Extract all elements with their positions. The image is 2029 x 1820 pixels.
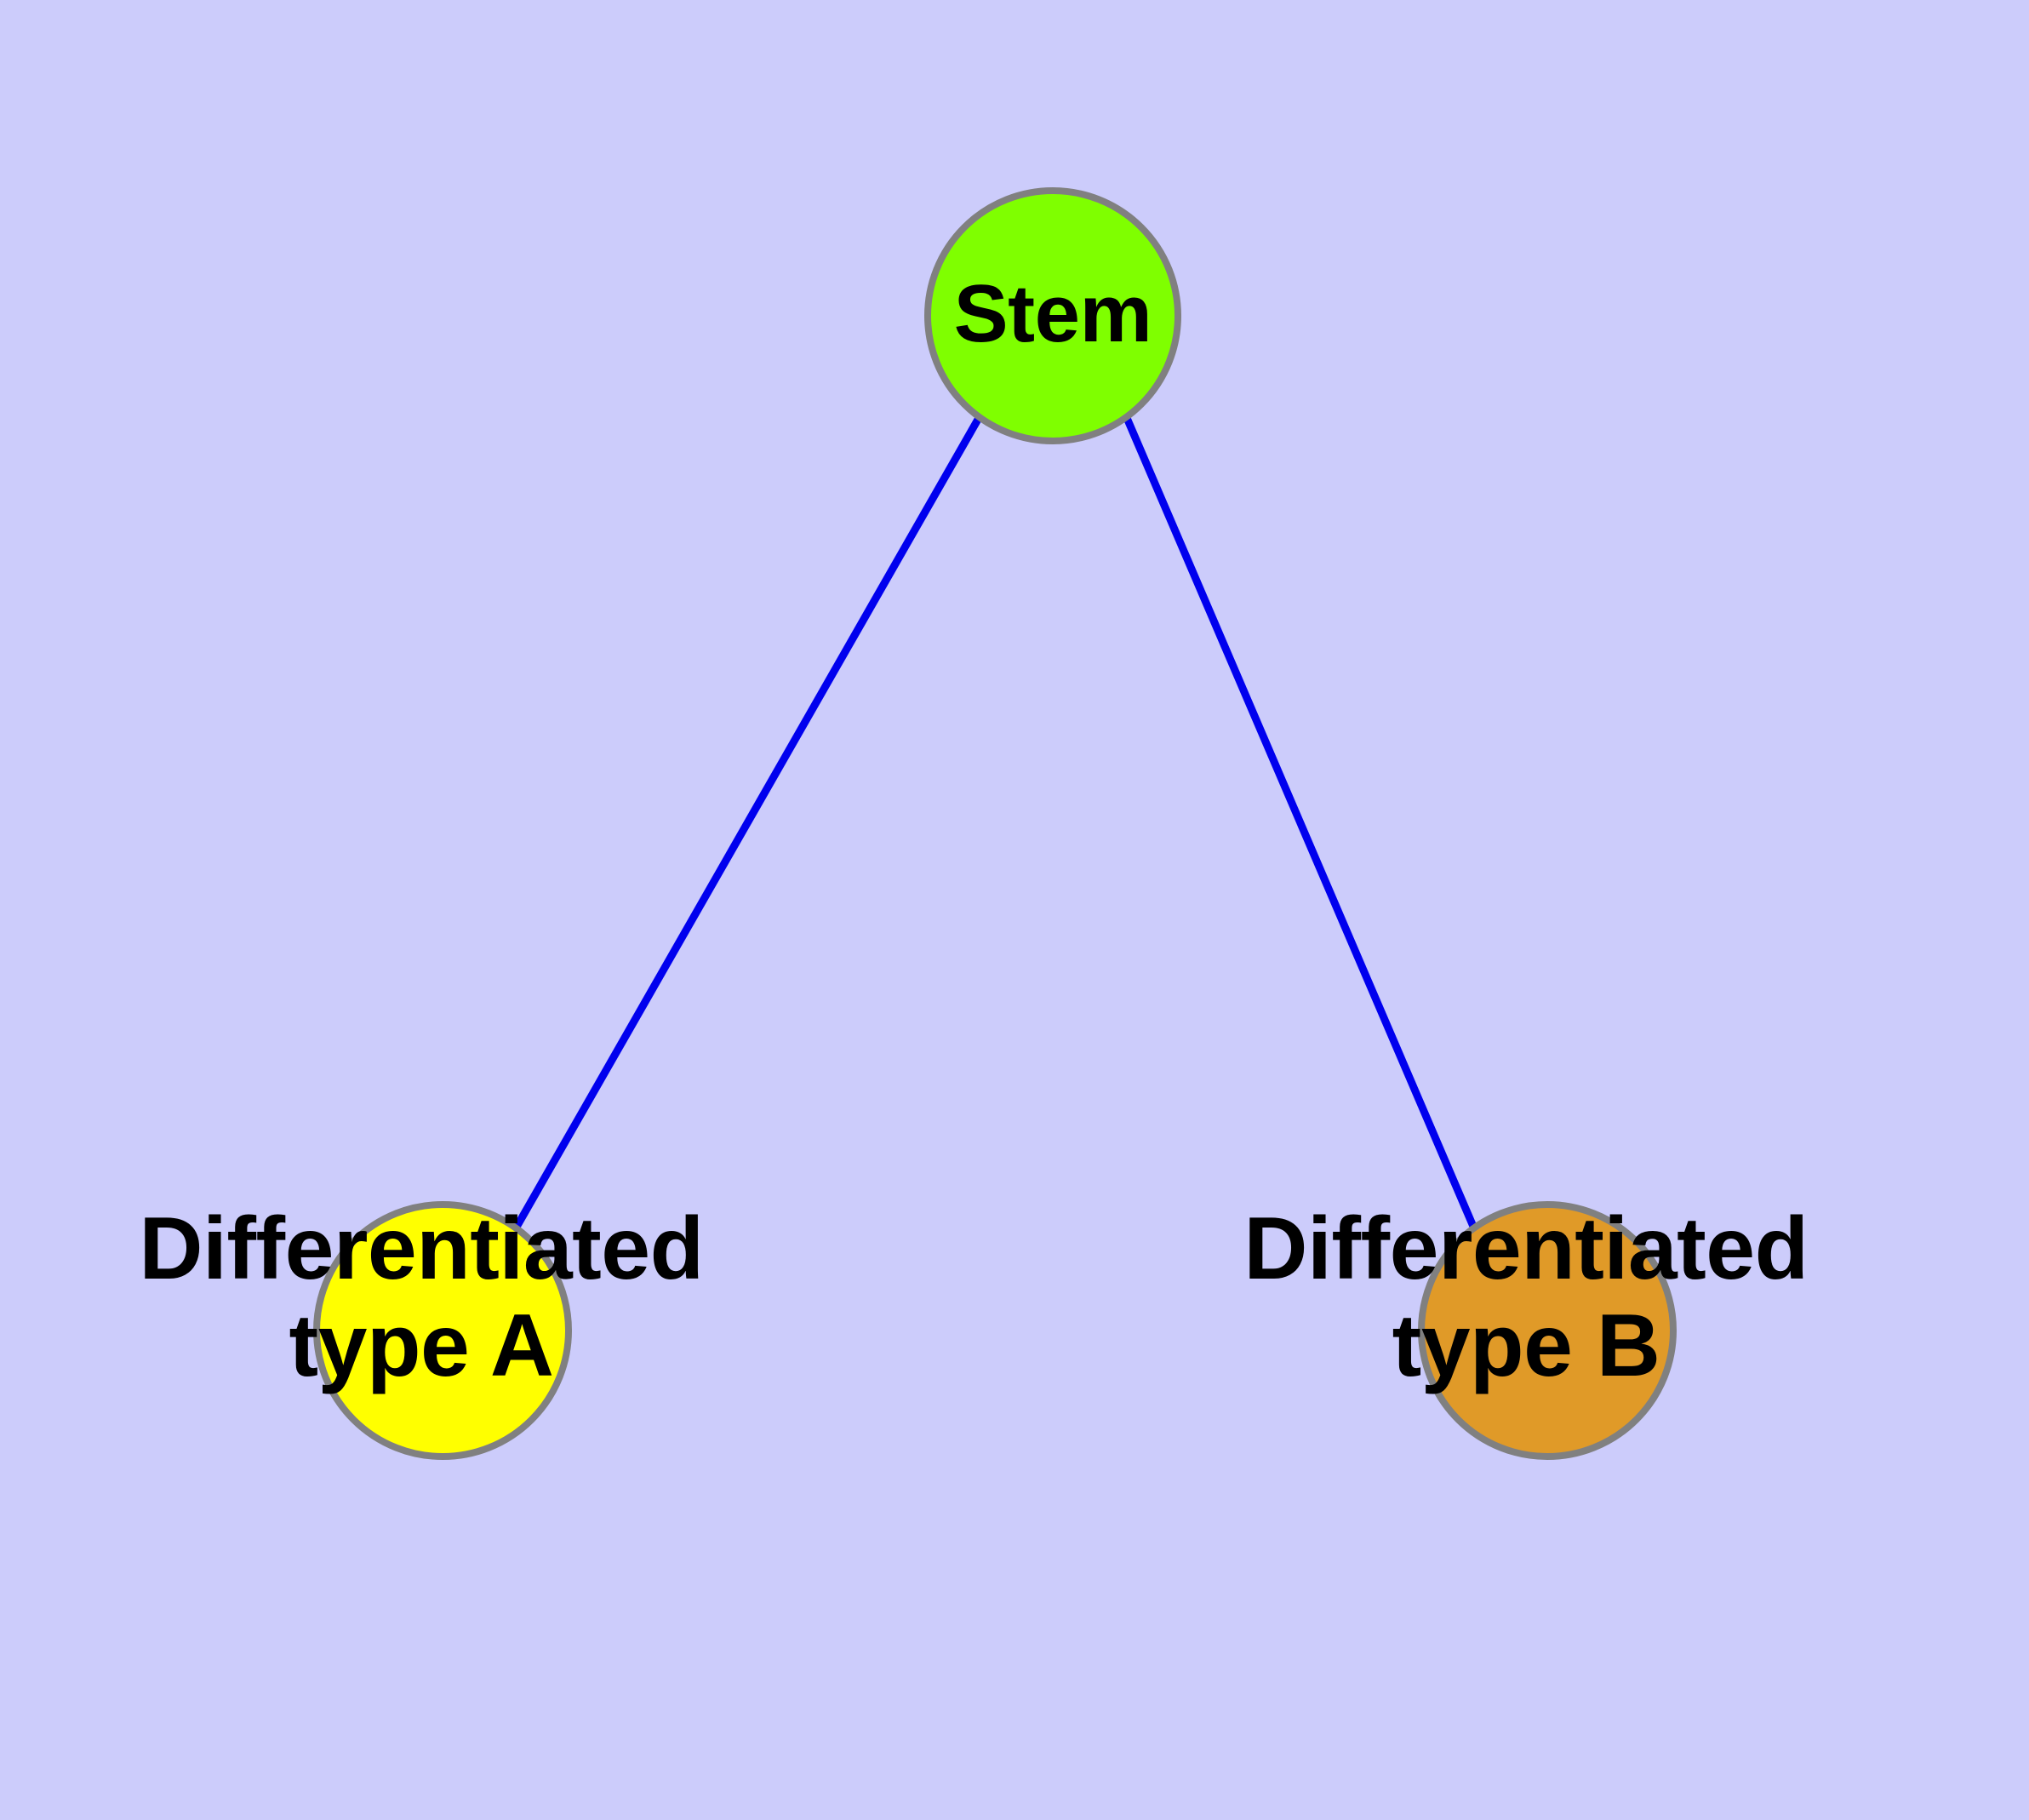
node-layer bbox=[313, 187, 1677, 1460]
edge-stem-to-differentiated-type-b[interactable] bbox=[1123, 416, 1478, 1230]
edge-layer bbox=[512, 415, 1478, 1231]
node-stem-circle[interactable] bbox=[924, 187, 1181, 444]
node-differentiated-type-b-circle[interactable] bbox=[1418, 1201, 1677, 1460]
edge-stem-to-differentiated-type-a[interactable] bbox=[512, 415, 982, 1231]
node-differentiated-type-a-circle[interactable] bbox=[313, 1201, 572, 1460]
